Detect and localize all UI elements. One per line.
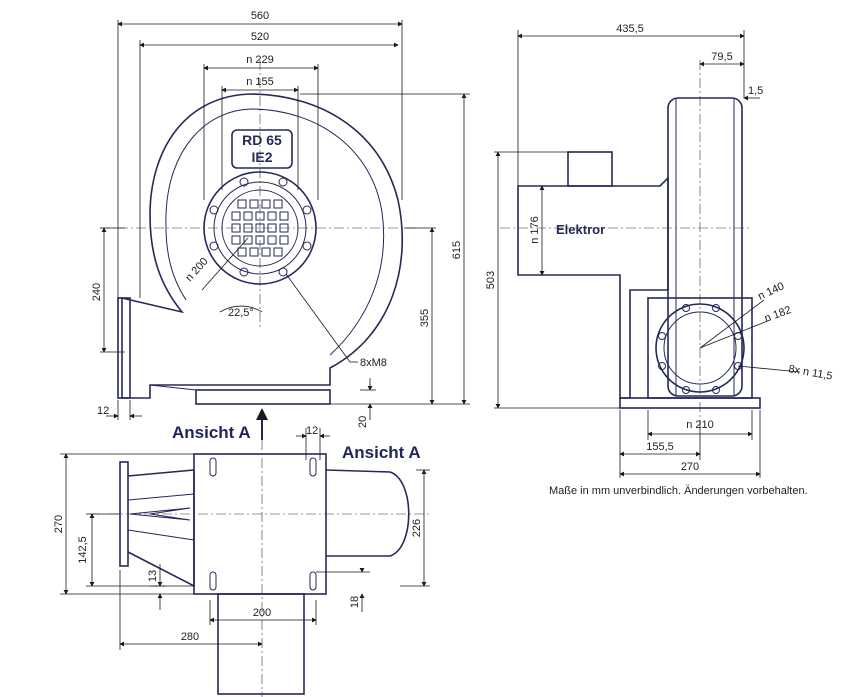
side-view: Elektror 435,5 79,5 1,5 n 176 503: [485, 23, 833, 497]
dim-176: n 176: [529, 216, 541, 244]
dim-13: 13: [147, 570, 159, 582]
note: Maße in mm unverbindlich. Änderungen vor…: [549, 485, 808, 497]
side-base: [619, 397, 761, 409]
dim-560: 560: [251, 10, 269, 22]
dim-226: 226: [411, 519, 423, 537]
badge-line-1: RD 65: [242, 132, 282, 148]
view-label-a1: Ansicht A: [172, 423, 251, 442]
dim-12-front: 12: [97, 405, 109, 417]
inlet-hood: [325, 469, 410, 557]
dim-355: 355: [419, 309, 431, 327]
dim-140: n 140: [756, 280, 786, 303]
dim-1-5: 1,5: [748, 85, 763, 97]
dim-229: n 229: [246, 54, 274, 66]
dim-18: 18: [349, 596, 361, 608]
dim-280: 280: [181, 631, 199, 643]
dim-520: 520: [251, 31, 269, 43]
housing-scroll: [121, 93, 404, 399]
dim-142: 142,5: [77, 536, 89, 564]
slots: [209, 457, 317, 591]
dim-200-bottom: 200: [253, 607, 271, 619]
front-view: RD 65 IE2 560 520 n 229 n 155 n 200 22,5…: [91, 10, 470, 442]
dim-270-bottom: 270: [53, 515, 65, 533]
dim-200: n 200: [183, 256, 210, 284]
dim-240: 240: [91, 283, 103, 301]
outlet-flange: [117, 297, 131, 399]
model-badge: [231, 129, 293, 169]
badge-line-2: IE2: [251, 149, 272, 165]
dim-79: 79,5: [711, 51, 732, 63]
dim-503: 503: [485, 271, 497, 289]
dim-270-side: 270: [681, 461, 699, 473]
base-plate: [195, 389, 331, 405]
bottom-view: Ansicht A 12 270 142,5 226: [53, 425, 430, 697]
scroll-outline-bottom: [127, 469, 195, 588]
dim-155: n 155: [246, 76, 274, 88]
dim-bolts: 8xM8: [360, 357, 387, 369]
housing-inner-line: [165, 108, 385, 356]
dim-holes: 8x n 11,5: [787, 363, 833, 383]
dim-182: n 182: [763, 304, 793, 325]
dim-12-bottom: 12: [306, 425, 318, 437]
motor-label: Elektror: [556, 222, 605, 237]
view-label-a2: Ansicht A: [342, 443, 421, 462]
motor-body: [517, 176, 669, 399]
side-housing: [667, 97, 743, 397]
base-frame: [193, 453, 327, 595]
dim-angle: 22,5°: [228, 307, 254, 319]
terminal-box: [567, 151, 613, 187]
bolt-holes: [209, 177, 312, 277]
dim-435: 435,5: [616, 23, 644, 35]
dim-20: 20: [357, 416, 369, 428]
dim-615: 615: [451, 241, 463, 259]
dim-155-5: 155,5: [646, 441, 674, 453]
